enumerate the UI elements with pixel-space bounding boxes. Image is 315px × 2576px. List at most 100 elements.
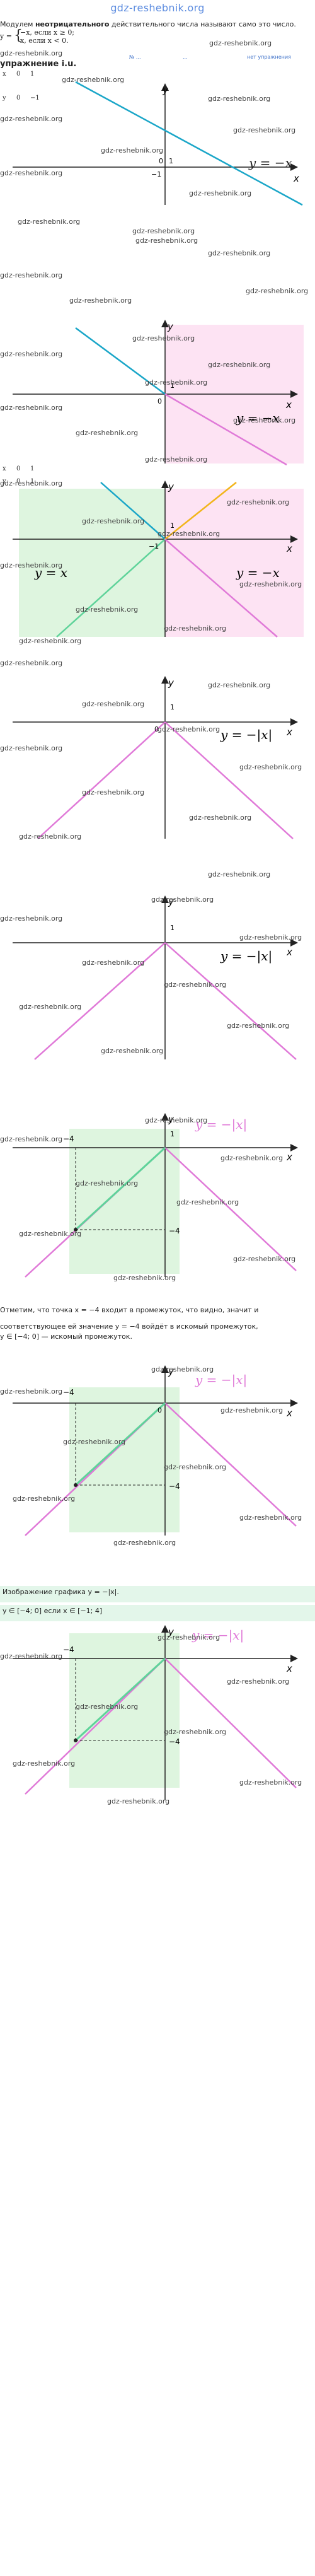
watermark-text: gdz-reshebnik.org <box>209 39 272 47</box>
watermark-text: gdz-reshebnik.org <box>145 378 208 387</box>
watermark-text: gdz-reshebnik.org <box>151 1365 214 1373</box>
watermark-text: gdz-reshebnik.org <box>0 659 63 667</box>
x-axis-label: x <box>285 399 292 411</box>
origin-label: 0 <box>158 397 162 405</box>
x-axis-label: x <box>286 947 292 958</box>
y-axis-label: y <box>162 85 169 96</box>
watermark-text: gdz-reshebnik.org <box>208 870 271 878</box>
segment-green <box>74 1146 166 1231</box>
watermark-text: gdz-reshebnik.org <box>189 189 252 197</box>
watermark-text: gdz-reshebnik.org <box>101 1047 164 1055</box>
tick-minus-four-y: −4 <box>169 1737 180 1746</box>
point <box>74 1739 77 1742</box>
line-right-pink <box>164 1658 297 1788</box>
label-y-x: y = x <box>34 565 67 580</box>
graph-interval-1: −4 −4 y x 1 y = −|x| <box>13 1113 298 1278</box>
watermark-text: gdz-reshebnik.org <box>158 530 220 538</box>
watermark-text: gdz-reshebnik.org <box>227 498 290 506</box>
watermark-text: gdz-reshebnik.org <box>227 1022 290 1030</box>
watermark-text: gdz-reshebnik.org <box>107 1797 170 1805</box>
y-axis-label: y <box>168 1114 175 1125</box>
line-pink <box>164 539 278 638</box>
note-line2: соответствующее ей значение y = −4 войдё… <box>0 1322 258 1331</box>
tick-one: 1 <box>170 1130 175 1138</box>
watermark-text: gdz-reshebnik.org <box>0 479 63 487</box>
watermark-text: gdz-reshebnik.org <box>0 1387 63 1396</box>
watermark-text: gdz-reshebnik.org <box>101 146 164 154</box>
tab-3[interactable]: нет упражнения <box>247 54 291 60</box>
tick-one: 1 <box>170 382 175 390</box>
intro-line1: Модулем неотрицательного действительного… <box>0 20 296 28</box>
watermark-text: gdz-reshebnik.org <box>158 1633 220 1641</box>
watermark-text: gdz-reshebnik.org <box>63 1438 126 1446</box>
tick-one: 1 <box>170 522 175 530</box>
watermark-text: gdz-reshebnik.org <box>239 1513 302 1522</box>
watermark-text: gdz-reshebnik.org <box>233 126 296 134</box>
tab-1[interactable]: № ... <box>129 54 141 60</box>
line-right-pink <box>164 942 297 1060</box>
banner-interval: y ∈ [−4; 0] если x ∈ [−1; 4] <box>0 1605 315 1621</box>
watermark-text: gdz-reshebnik.org <box>0 350 63 358</box>
watermark-text: gdz-reshebnik.org <box>176 1198 239 1206</box>
watermark-text: gdz-reshebnik.org <box>0 561 63 569</box>
note-line1: Отметим, что точка x = −4 входит в проме… <box>0 1306 259 1314</box>
tab-2[interactable]: ... <box>183 54 188 60</box>
y-axis-label: y <box>168 481 175 492</box>
intro-formula: y = { −x, если x ≥ 0; x, если x < 0. <box>0 28 315 46</box>
watermark-text: gdz-reshebnik.org <box>19 1230 82 1238</box>
line-left-blue <box>75 327 166 395</box>
watermark-text: gdz-reshebnik.org <box>132 227 195 235</box>
segment-green <box>74 1657 166 1742</box>
x-axis-label: x <box>286 1407 292 1419</box>
label-y-minus-x: y = −x <box>236 411 280 426</box>
x-axis-label: x <box>286 543 292 554</box>
watermark-text: gdz-reshebnik.org <box>164 981 227 989</box>
tick-minus-four-y: −4 <box>169 1482 180 1491</box>
segment-green <box>74 1402 166 1486</box>
point <box>74 1483 77 1487</box>
site-title[interactable]: gdz-reshebnik.org <box>110 2 205 14</box>
watermark-text: gdz-reshebnik.org <box>0 169 63 177</box>
line-left-pink <box>34 942 166 1060</box>
line-green <box>56 539 166 638</box>
watermark-text: gdz-reshebnik.org <box>239 933 302 941</box>
watermark-text: gdz-reshebnik.org <box>164 1463 227 1471</box>
note-block: Отметим, что точка x = −4 входит в проме… <box>0 1305 315 1342</box>
line-right-pink <box>164 1147 297 1271</box>
y-axis-label: y <box>168 896 175 907</box>
watermark-text: gdz-reshebnik.org <box>233 416 296 424</box>
line-orange <box>164 482 237 540</box>
origin-label: 0 <box>154 725 159 733</box>
intro-bold-word: неотрицательного <box>35 20 110 28</box>
x-axis-label: x <box>286 1151 292 1163</box>
watermark-text: gdz-reshebnik.org <box>19 637 82 645</box>
x-axis-label: x <box>286 1663 292 1674</box>
watermark-text: gdz-reshebnik.org <box>208 681 271 689</box>
watermark-text: gdz-reshebnik.org <box>19 832 82 841</box>
watermark-text: gdz-reshebnik.org <box>13 1495 76 1503</box>
watermark-text: gdz-reshebnik.org <box>76 1703 139 1711</box>
line-left-pink <box>37 721 166 839</box>
tick-minus-one: −1 <box>151 170 161 178</box>
watermark-text: gdz-reshebnik.org <box>0 914 63 923</box>
graph-interval-3: −4 −4 y x y = −|x| <box>13 1625 298 1800</box>
watermark-text: gdz-reshebnik.org <box>208 249 271 257</box>
line-right-pink <box>164 721 294 839</box>
watermark-text: gdz-reshebnik.org <box>135 236 198 245</box>
intro-block: Модулем неотрицательного действительного… <box>0 20 315 46</box>
label-y-minus-abs-x: y = −|x| <box>195 1117 247 1133</box>
formula-case1: −x, если x ≥ 0; <box>20 28 75 37</box>
y-axis-label: y <box>168 1366 175 1377</box>
watermark-text: gdz-reshebnik.org <box>151 895 214 904</box>
watermark-text: gdz-reshebnik.org <box>220 1406 284 1414</box>
origin-label: 0 <box>159 157 163 165</box>
tick-one: 1 <box>169 157 173 165</box>
watermark-text: gdz-reshebnik.org <box>113 1274 176 1282</box>
watermark-text: gdz-reshebnik.org <box>62 76 125 84</box>
label-y-minus-abs-x: y = −|x| <box>192 1628 244 1643</box>
banner-graph: Изображение графика y = −|x|. <box>0 1586 315 1602</box>
watermark-text: gdz-reshebnik.org <box>233 1255 296 1263</box>
